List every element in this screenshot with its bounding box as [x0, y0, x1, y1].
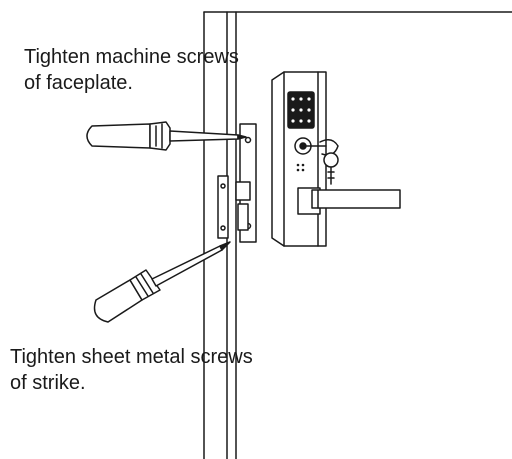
caption-strike: Tighten sheet metal screws of strike.	[10, 344, 253, 396]
lever-handle	[297, 187, 401, 215]
key-cylinder	[294, 137, 339, 185]
screwdriver-strike	[93, 241, 231, 323]
caption-strike-line1: Tighten sheet metal screws	[10, 346, 253, 368]
indicator-dots	[296, 163, 305, 172]
caption-faceplate: Tighten machine screws of faceplate.	[24, 44, 239, 96]
door-frame	[203, 11, 512, 459]
screwdriver-faceplate	[86, 121, 247, 151]
caption-faceplate-line2: of faceplate.	[24, 72, 133, 94]
caption-strike-line2: of strike.	[10, 372, 86, 394]
strike-plate	[217, 175, 251, 239]
keypad	[287, 91, 315, 129]
caption-faceplate-line1: Tighten machine screws	[24, 46, 239, 68]
